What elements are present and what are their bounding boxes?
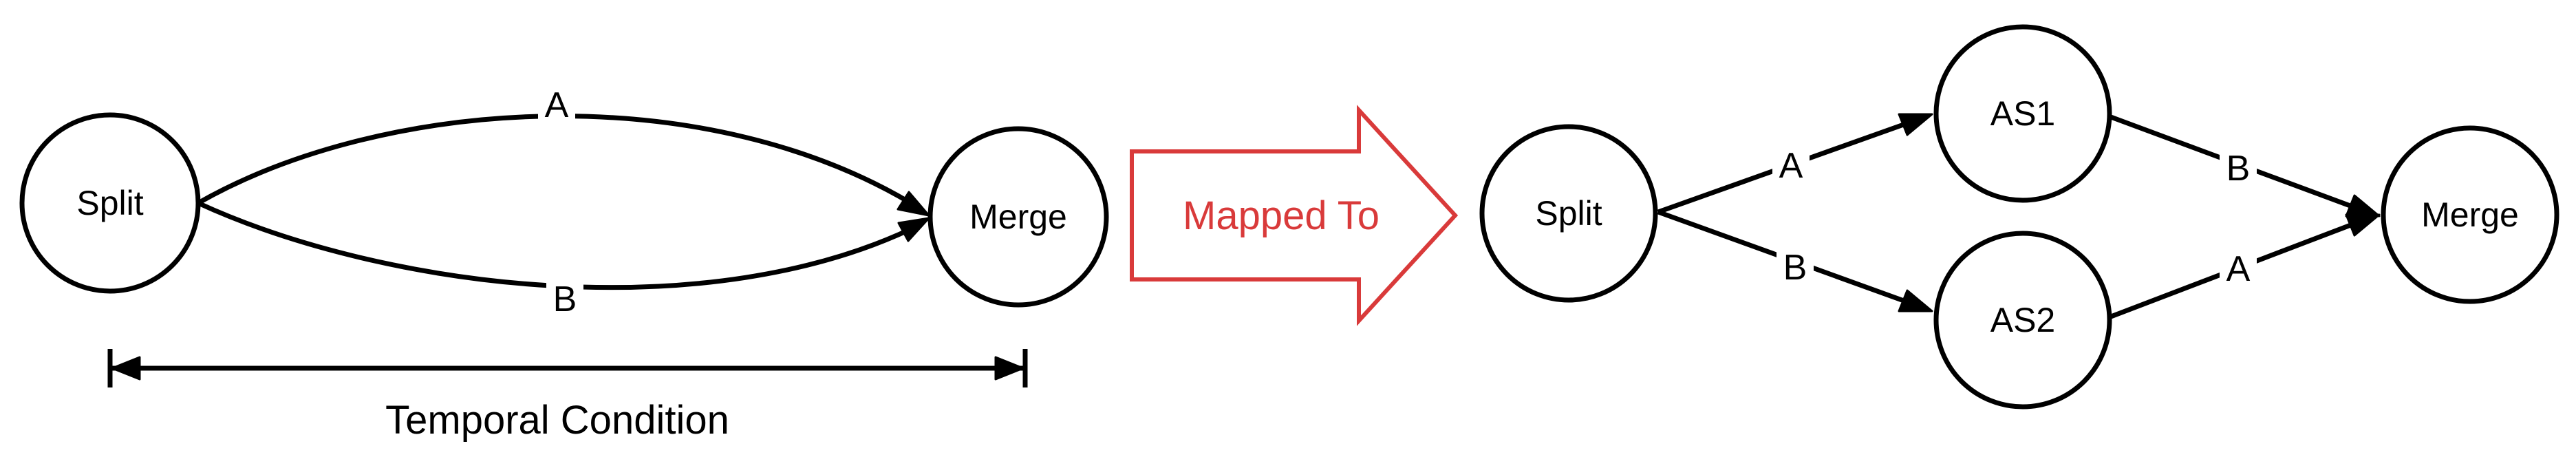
right-edge-split-as2-label: B: [1783, 248, 1807, 288]
right-as1-label: AS1: [1990, 94, 2056, 133]
right-as1-node: AS1: [1933, 24, 2112, 203]
left-split-node: Split: [19, 112, 201, 294]
right-edge-split-as1-label: A: [1779, 146, 1803, 186]
left-edge-a: [197, 114, 923, 212]
left-edge-b: [197, 200, 923, 290]
right-label-bg-a1: [1772, 142, 1810, 186]
left-edge-b-label: B: [553, 279, 577, 319]
mapped-to-arrow-shape: [1130, 105, 1459, 326]
left-edge-a-arrowhead: [897, 191, 930, 217]
right-as2-node: AS2: [1933, 231, 2112, 410]
right-as2-label: AS2: [1990, 301, 2056, 339]
right-edge-split-as2-arrowhead: [1898, 289, 1933, 312]
left-merge-node: Merge: [927, 126, 1109, 308]
right-edge-as2-merge-label: A: [2226, 249, 2251, 289]
temporal-span-right-arrowhead: [994, 356, 1024, 381]
left-edge-a-label: A: [545, 85, 569, 125]
right-merge-node: Merge: [2381, 125, 2559, 304]
right-label-bg-a2: [2220, 245, 2257, 289]
left-edge-b-label-bg: [546, 275, 583, 319]
right-edge-as1-merge-arrowhead: [2345, 194, 2381, 217]
mapped-to-arrow: Mapped To: [1130, 105, 1459, 326]
right-edge-as1-merge-label: B: [2226, 149, 2251, 189]
right-edge-split-as1-arrowhead: [1898, 113, 1933, 136]
mapped-to-label: Mapped To: [1183, 193, 1380, 238]
left-diagram: A B Split Merge Temporal Condition: [19, 81, 1109, 443]
right-diagram: A B B A Split AS1 AS2 Merge: [1479, 24, 2559, 410]
left-merge-label: Merge: [969, 198, 1067, 236]
left-split-label: Split: [76, 184, 143, 222]
right-label-bg-b1: [1777, 244, 1814, 288]
right-edge-as2-merge-arrowhead: [2345, 213, 2381, 237]
temporal-span-left-arrowhead: [111, 356, 141, 381]
right-split-node: Split: [1479, 124, 1658, 303]
temporal-condition-label: Temporal Condition: [385, 398, 729, 443]
right-label-bg-b2: [2220, 145, 2257, 189]
right-split-label: Split: [1535, 194, 1602, 233]
left-edge-b-arrowhead: [897, 217, 930, 242]
temporal-span: Temporal Condition: [107, 349, 1028, 443]
left-edge-a-label-bg: [538, 81, 575, 125]
right-merge-label: Merge: [2421, 195, 2519, 234]
